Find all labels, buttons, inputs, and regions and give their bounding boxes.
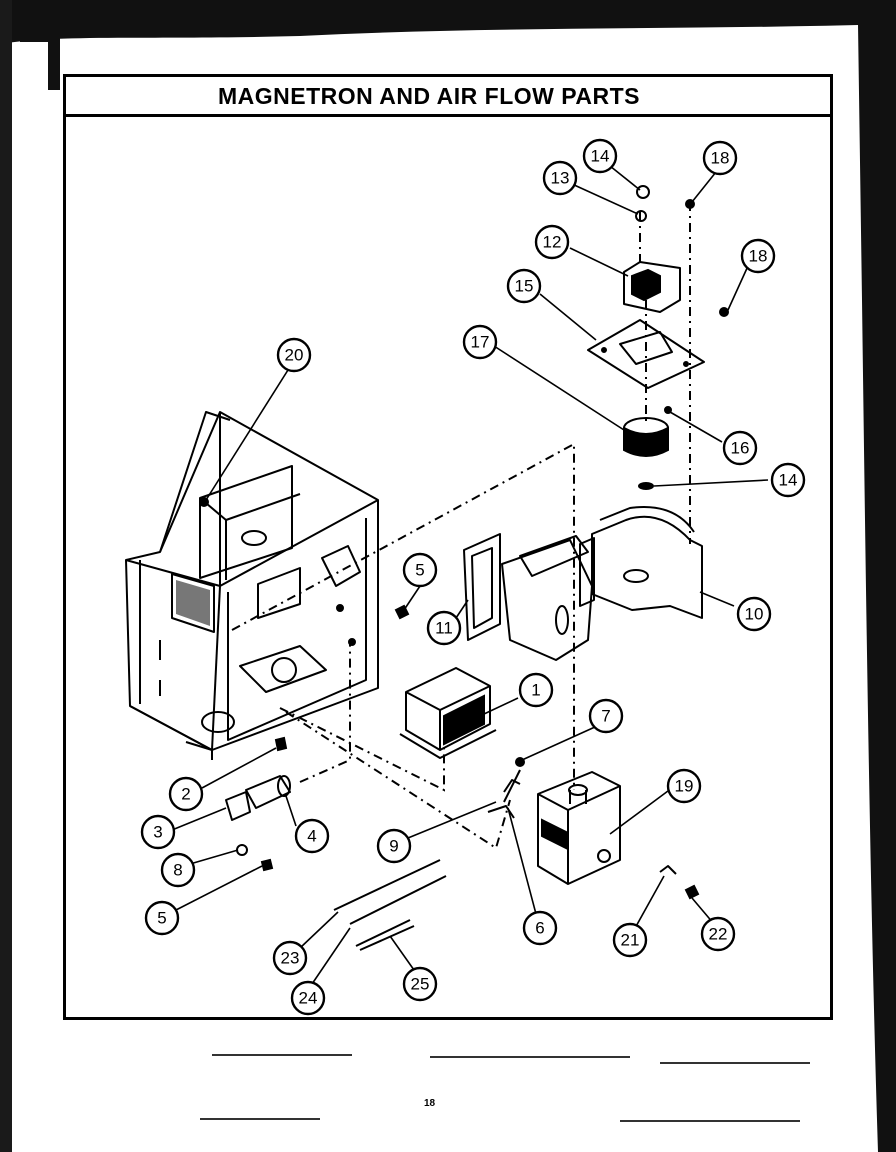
- callout-17: 17: [462, 324, 498, 360]
- callout-label: 17: [471, 333, 490, 352]
- callout-21: 21: [612, 922, 648, 958]
- diagram-frame: MAGNETRON AND AIR FLOW PARTS: [63, 74, 833, 1020]
- callout-18: 18: [740, 238, 776, 274]
- callout-6: 6: [522, 910, 558, 946]
- callout-11: 11: [426, 610, 462, 646]
- callout-2: 2: [168, 776, 204, 812]
- title-bar: MAGNETRON AND AIR FLOW PARTS: [66, 77, 830, 117]
- callout-9: 9: [376, 828, 412, 864]
- callout-25: 25: [402, 966, 438, 1002]
- callout-14: 14: [582, 138, 618, 174]
- callout-5: 5: [144, 900, 180, 936]
- callout-label: 10: [745, 605, 764, 624]
- callout-label: 21: [621, 931, 640, 950]
- callout-label: 23: [281, 949, 300, 968]
- callout-8: 8: [160, 852, 196, 888]
- callout-label: 15: [515, 277, 534, 296]
- callout-15: 15: [506, 268, 542, 304]
- callout-3: 3: [140, 814, 176, 850]
- callout-label: 7: [601, 707, 610, 726]
- callout-14: 14: [770, 462, 806, 498]
- fan-blade-part: [623, 406, 672, 490]
- callout-18: 18: [702, 140, 738, 176]
- callout-7: 7: [588, 698, 624, 734]
- callout-label: 20: [285, 346, 304, 365]
- callout-12: 12: [534, 224, 570, 260]
- page-number: 18: [424, 1098, 436, 1109]
- callout-16: 16: [722, 430, 758, 466]
- callout-label: 18: [711, 149, 730, 168]
- callout-19: 19: [666, 768, 702, 804]
- callout-label: 24: [299, 989, 318, 1008]
- callout-label: 3: [153, 823, 162, 842]
- callout-label: 16: [731, 439, 750, 458]
- callout-label: 14: [779, 471, 798, 490]
- callout-label: 12: [543, 233, 562, 252]
- callout-label: 2: [181, 785, 190, 804]
- mounting-plate-part: [587, 319, 705, 389]
- callout-10: 10: [736, 596, 772, 632]
- callout-label: 22: [709, 925, 728, 944]
- leader-lines: [171, 165, 769, 985]
- callout-4: 4: [294, 818, 330, 854]
- callout-23: 23: [272, 940, 308, 976]
- assembly-lines: [231, 202, 691, 850]
- callout-22: 22: [700, 916, 736, 952]
- callout-label: 6: [535, 919, 544, 938]
- callout-label: 1: [531, 681, 540, 700]
- callout-label: 14: [591, 147, 610, 166]
- callout-20: 20: [276, 337, 312, 373]
- callout-label: 18: [749, 247, 768, 266]
- callout-label: 5: [415, 561, 424, 580]
- oven-cavity-drawing: [125, 411, 379, 760]
- fan-housing-part: [579, 506, 703, 619]
- scan-noise: [200, 1054, 810, 1122]
- magnetron-part: [537, 771, 700, 900]
- page-title: MAGNETRON AND AIR FLOW PARTS: [218, 83, 641, 109]
- wire-harness-parts: [333, 859, 447, 951]
- callout-5: 5: [402, 552, 438, 588]
- callout-label: 9: [389, 837, 398, 856]
- callout-label: 4: [307, 827, 316, 846]
- callout-label: 8: [173, 861, 182, 880]
- callout-label: 5: [157, 909, 166, 928]
- thermal-cutout-part: [623, 185, 729, 317]
- air-duct-part: [463, 533, 593, 661]
- magnetron-hardware-parts: [487, 757, 525, 819]
- callout-13: 13: [542, 160, 578, 196]
- callout-24: 24: [290, 980, 326, 1016]
- transformer-part: [399, 667, 497, 759]
- callout-label: 11: [435, 619, 453, 638]
- callout-label: 25: [411, 975, 430, 994]
- callout-1: 1: [518, 672, 554, 708]
- callout-label: 19: [675, 777, 694, 796]
- callout-label: 13: [551, 169, 570, 188]
